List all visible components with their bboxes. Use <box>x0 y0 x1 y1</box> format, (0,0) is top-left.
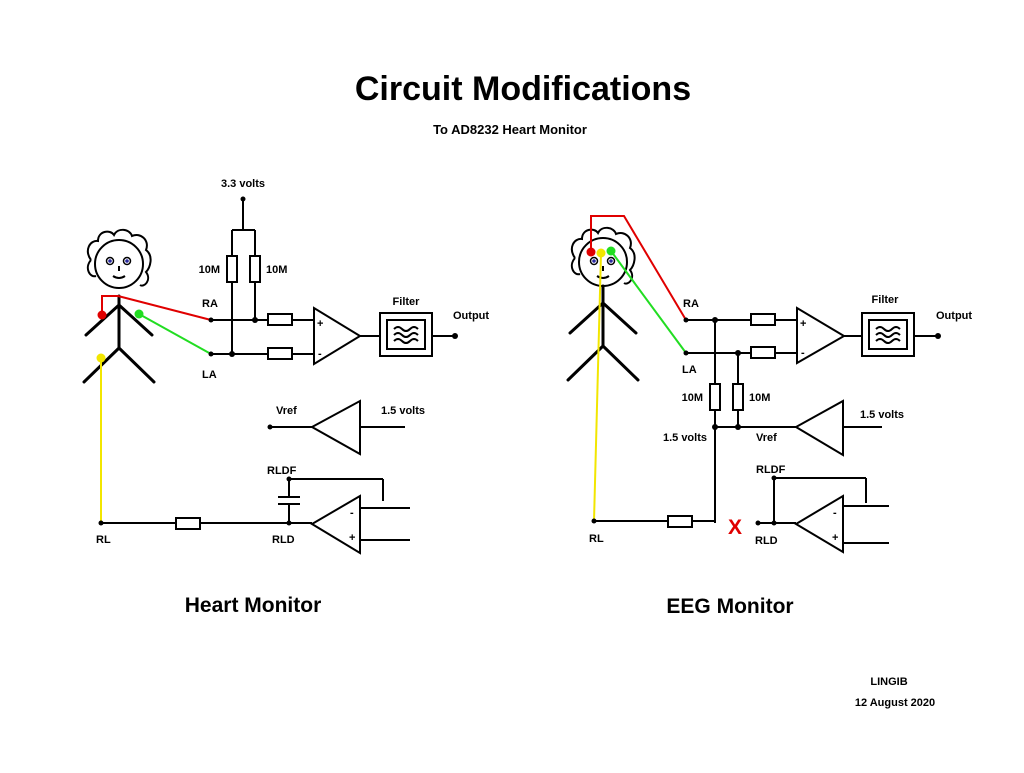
eeg-monitor-caption: EEG Monitor <box>666 595 793 618</box>
eeg-output-label: Output <box>936 310 972 322</box>
eeg-amp-minus-sign: - <box>801 347 805 359</box>
eeg-bias-label: 1.5 volts <box>663 432 707 444</box>
heart-rld-plus-sign: + <box>349 532 355 544</box>
heart-ra-junction <box>252 317 258 323</box>
eeg-filter-inner-box <box>868 319 908 350</box>
eeg-figure-hair <box>570 226 636 285</box>
heart-monitor-caption: Heart Monitor <box>185 594 322 617</box>
eeg-filter-label: Filter <box>872 294 900 306</box>
eeg-bias-resistor-1 <box>709 383 721 411</box>
eeg-output-terminal <box>935 333 941 339</box>
heart-rld-junction <box>286 520 292 526</box>
heart-supply-label: 3.3 volts <box>221 178 265 190</box>
eeg-ra-input-resistor <box>750 313 776 326</box>
heart-la-lead <box>138 313 212 355</box>
heart-filter-label: Filter <box>393 296 421 308</box>
heart-filter-inner-box <box>386 319 426 350</box>
page-title: Circuit Modifications <box>355 70 691 108</box>
heart-rl-electrode <box>96 353 106 363</box>
eeg-rldf-label: RLDF <box>756 464 786 476</box>
heart-stick-figure <box>82 228 156 384</box>
eeg-resistor-2-label: 10M <box>749 392 770 404</box>
heart-ra-lead <box>101 295 212 321</box>
eeg-rld-amp <box>794 494 844 554</box>
heart-vref-value-label: 1.5 volts <box>381 405 425 417</box>
heart-resistor-1-label: 10M <box>199 264 220 276</box>
heart-figure-pupil-left <box>108 259 112 263</box>
eeg-bias-junction-2 <box>735 424 741 430</box>
eeg-monitor-circuit: RA LA + - Filter Output 10M 10M <box>566 215 972 618</box>
eeg-figure-leg-right <box>601 344 640 382</box>
heart-instrumentation-amp <box>313 306 362 366</box>
eeg-filter-wave-icon <box>875 326 901 344</box>
heart-amp-plus-sign: + <box>317 318 323 330</box>
eeg-rl-label: RL <box>589 533 604 545</box>
heart-la-junction <box>229 351 235 357</box>
eeg-figure-pupil-right <box>609 259 613 263</box>
heart-la-label: LA <box>202 369 217 381</box>
eeg-rl-resistor <box>667 515 693 528</box>
eeg-la-label: LA <box>682 364 697 376</box>
eeg-rl-electrode <box>596 248 606 258</box>
heart-vref-label: Vref <box>276 405 297 417</box>
eeg-figure-pupil-left <box>592 259 596 263</box>
eeg-la-electrode <box>606 246 616 256</box>
eeg-removed-connection-mark: X <box>728 516 742 539</box>
heart-ra-input-resistor <box>267 313 293 326</box>
heart-rld-label: RLD <box>272 534 295 546</box>
heart-rld-amp <box>310 494 361 555</box>
heart-rl-resistor <box>175 517 201 530</box>
heart-figure-mouth <box>112 275 126 279</box>
heart-resistor-2-label: 10M <box>266 264 287 276</box>
heart-figure-pupil-right <box>125 259 129 263</box>
heart-ra-electrode <box>97 310 107 320</box>
eeg-rld-plus-sign: + <box>832 532 838 544</box>
heart-ra-label: RA <box>202 298 218 310</box>
eeg-vref-label: Vref <box>756 432 777 444</box>
heart-figure-arm-right <box>117 303 154 337</box>
heart-bias-resistor-1 <box>226 255 238 283</box>
eeg-resistor-1-label: 10M <box>682 392 703 404</box>
heart-rl-label: RL <box>96 534 111 546</box>
heart-bias-resistor-2 <box>249 255 261 283</box>
heart-rldf-label: RLDF <box>267 465 297 477</box>
eeg-figure-arm-left <box>568 301 605 335</box>
heart-output-terminal <box>452 333 458 339</box>
eeg-figure-mouth <box>596 275 610 279</box>
author-label: LINGIB <box>870 676 907 688</box>
eeg-instrumentation-amp <box>796 306 846 365</box>
eeg-rl-lead <box>593 252 602 522</box>
eeg-vref-value-label: 1.5 volts <box>860 409 904 421</box>
eeg-rld-minus-sign: - <box>833 507 837 519</box>
eeg-bias-junction-1 <box>712 424 718 430</box>
heart-rld-minus-sign: - <box>350 507 354 519</box>
page-subtitle: To AD8232 Heart Monitor <box>433 122 587 137</box>
eeg-rld-label: RLD <box>755 535 778 547</box>
eeg-rld-junction <box>771 520 777 526</box>
heart-figure-hair <box>86 228 152 287</box>
date-label: 12 August 2020 <box>855 697 935 709</box>
heart-figure-arm-left <box>84 303 121 337</box>
eeg-figure-leg-left <box>566 344 605 382</box>
eeg-bias-resistor-2 <box>732 383 744 411</box>
eeg-figure-arm-right <box>601 301 638 335</box>
eeg-la-lead <box>610 250 687 354</box>
eeg-ra-lead <box>590 215 687 321</box>
heart-vref-buffer <box>309 399 361 456</box>
heart-filter-wave-icon <box>393 326 419 344</box>
heart-figure-leg-right <box>117 346 156 384</box>
heart-la-electrode <box>134 309 144 319</box>
heart-la-input-resistor <box>267 347 293 360</box>
eeg-amp-plus-sign: + <box>800 318 806 330</box>
heart-figure-head <box>94 239 144 289</box>
heart-monitor-circuit: 3.3 volts 10M 10M RA LA + - Filter <box>82 178 489 617</box>
eeg-ra-electrode <box>586 247 596 257</box>
eeg-vref-buffer <box>793 399 844 457</box>
heart-output-label: Output <box>453 310 489 322</box>
eeg-la-input-resistor <box>750 346 776 359</box>
heart-amp-minus-sign: - <box>318 348 322 360</box>
eeg-ra-label: RA <box>683 298 699 310</box>
